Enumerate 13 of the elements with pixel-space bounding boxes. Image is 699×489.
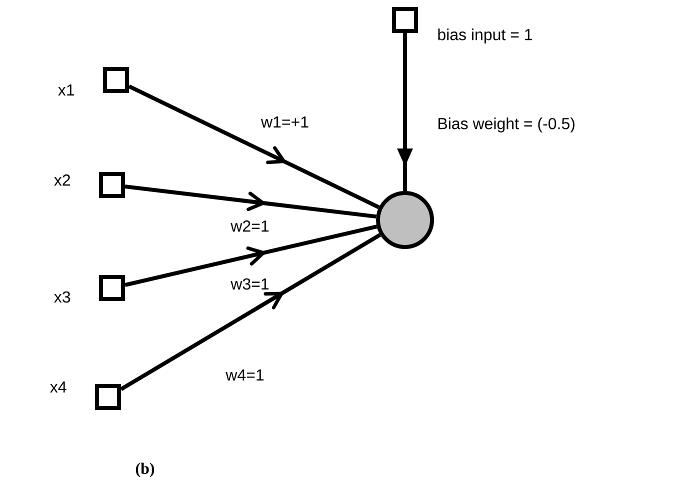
edge-label: w2=1: [230, 220, 269, 232]
caption: (b): [136, 462, 154, 478]
arrow: [397, 33, 413, 191]
edge-label: w1=+1: [260, 116, 308, 128]
node-label: x1: [58, 84, 74, 96]
node-label: x4: [50, 381, 66, 392]
node-label: x2: [54, 174, 70, 186]
edge-label: Bias weight = (-0.5): [438, 118, 574, 132]
neuron-circle: [376, 191, 434, 249]
node-label: bias input = 1: [438, 28, 532, 44]
node-label: x3: [54, 291, 70, 303]
edge-label: w4=1: [226, 369, 264, 380]
edge-label: w3=1: [230, 278, 269, 290]
